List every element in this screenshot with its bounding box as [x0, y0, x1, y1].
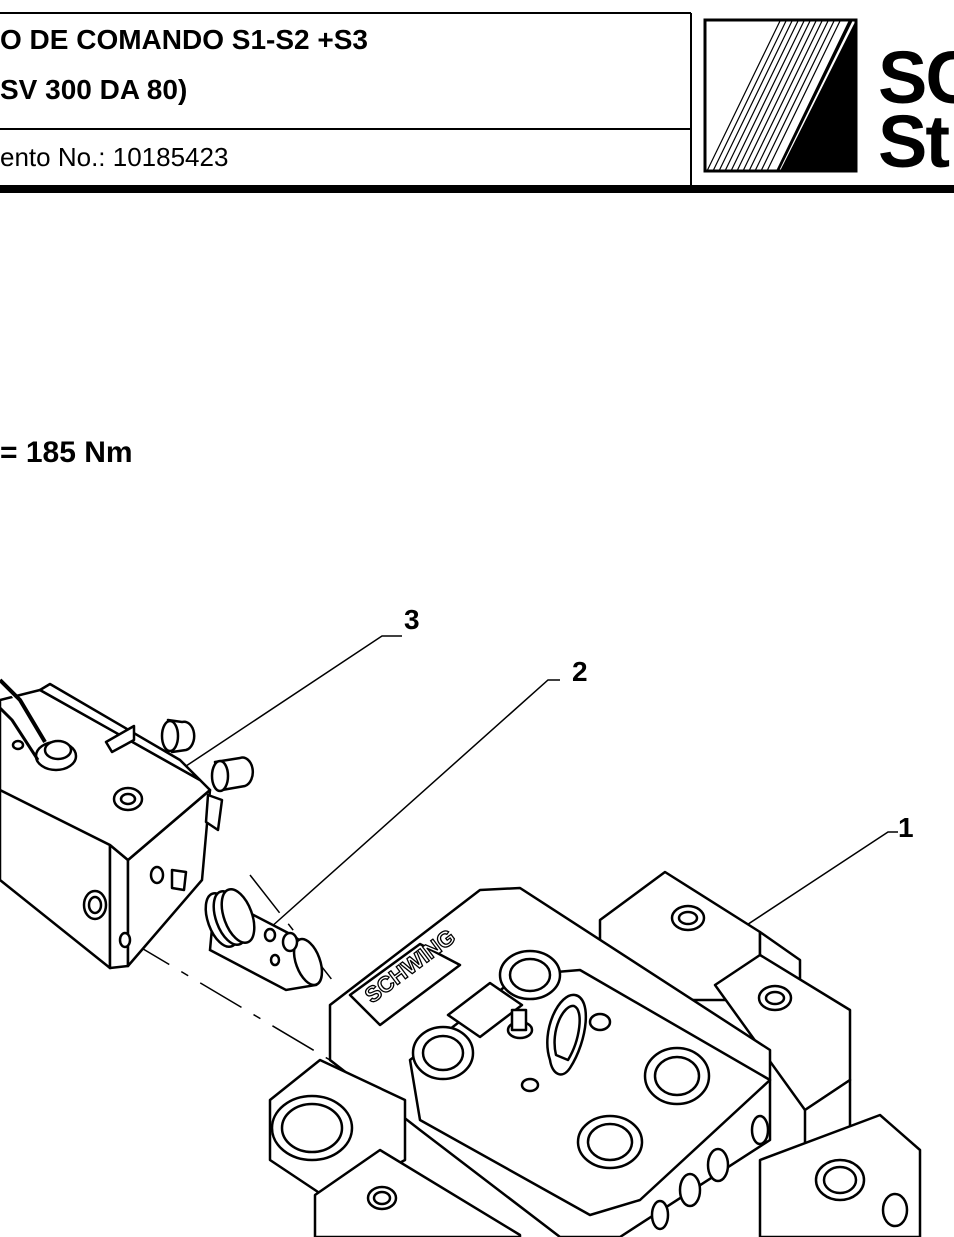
torque-note: = 185 Nm	[0, 436, 133, 469]
document-number: ento No.: 10185423	[0, 142, 229, 172]
callout-3: 3	[404, 604, 420, 635]
assembly-axis	[127, 874, 341, 1061]
part-3-valve-block	[0, 678, 255, 970]
callout-1: 1	[898, 812, 914, 843]
brand-logo-line-2: St	[878, 110, 950, 174]
part-2-cartridge	[204, 888, 324, 992]
document-title-line-1: O DE COMANDO S1-S2 +S3	[0, 24, 368, 55]
part-1-control-block	[268, 870, 922, 1237]
callout-2: 2	[572, 656, 588, 687]
document-title-line-2: SV 300 DA 80)	[0, 74, 188, 105]
logo-stripes-icon	[703, 18, 858, 173]
title-block-frame	[0, 12, 954, 193]
brand-logo-line-1: SC	[878, 46, 954, 110]
